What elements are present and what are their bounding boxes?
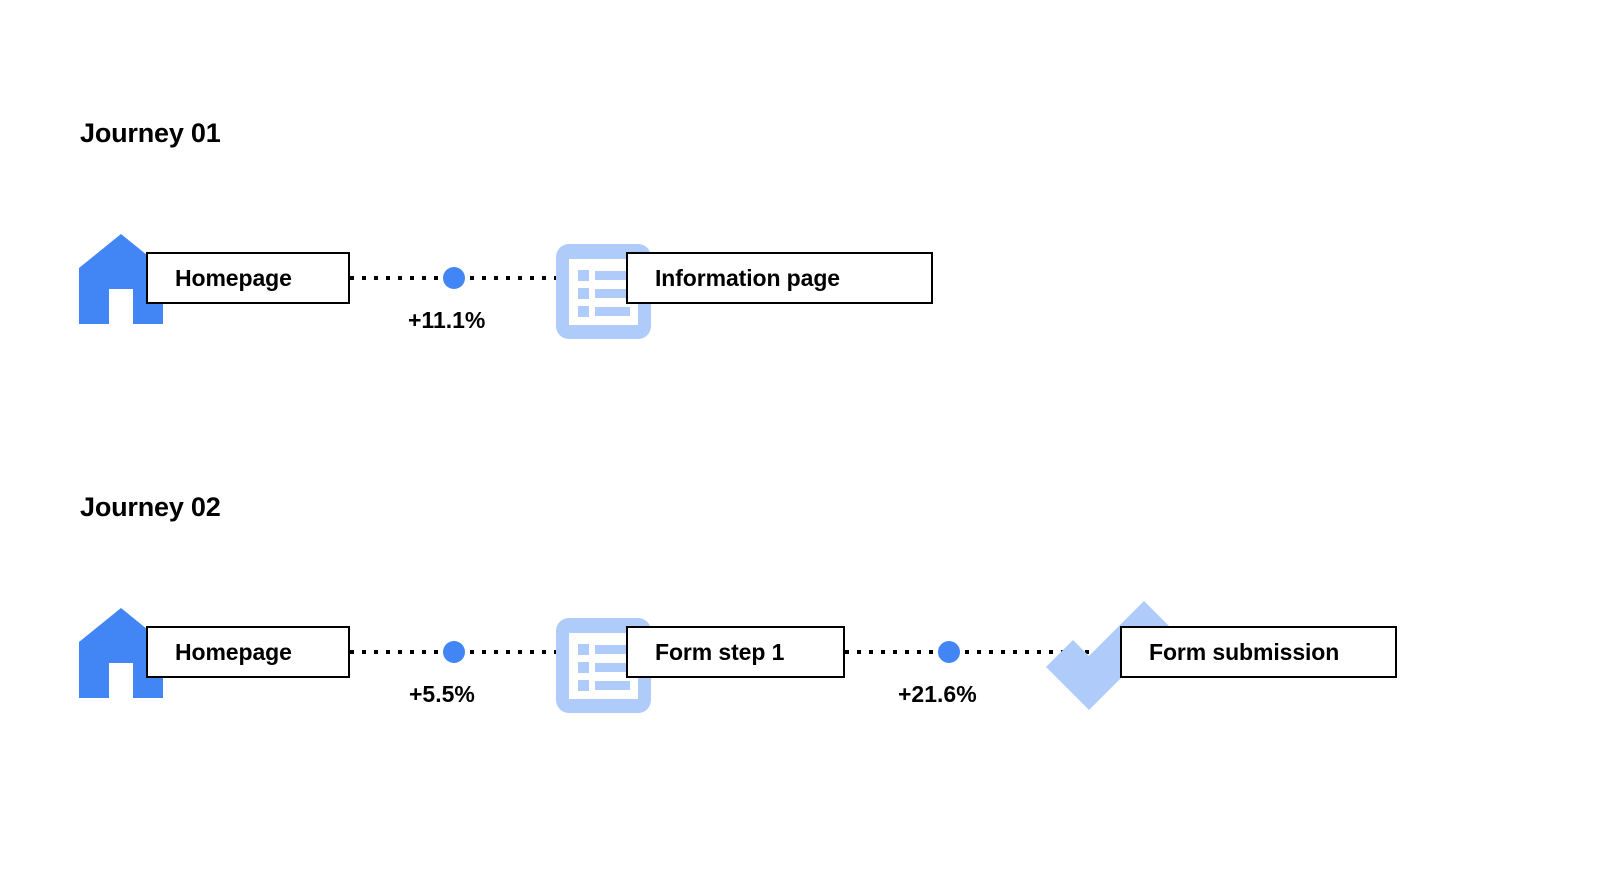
journey-02-connector-1-value: +5.5% — [409, 681, 475, 707]
journey-02-flow: +5.5% +21.6% Homepage — [0, 588, 1601, 718]
journey-02-node-homepage-label: Homepage — [175, 638, 292, 665]
journey-02-connector-2-value: +21.6% — [898, 681, 977, 707]
journey-01-flow: +11.1% Homepage — [0, 214, 1601, 344]
journey-01-connector-1-line — [350, 276, 626, 280]
journey-01-connector-1-value: +11.1% — [408, 307, 486, 333]
journey-02-connector-2-line — [845, 650, 1123, 654]
home-icon — [79, 608, 163, 698]
journey-02-title: Journey 02 — [80, 492, 221, 522]
journey-01-title: Journey 01 — [80, 118, 221, 148]
journey-02-node-form-submission-label: Form submission — [1149, 638, 1340, 665]
journey-01-node-information-page[interactable]: Information page — [626, 252, 933, 304]
journey-02-connector-1-dot — [443, 641, 465, 663]
journey-02-node-form-step-1[interactable]: Form step 1 — [626, 626, 845, 678]
journey-01-connector-1-dot — [443, 267, 465, 289]
journey-02-connector-2-dot — [938, 641, 960, 663]
journey-01-node-homepage[interactable]: Homepage — [146, 252, 350, 304]
journey-02-node-form-submission[interactable]: Form submission — [1120, 626, 1397, 678]
journey-02-connector-1-line — [350, 650, 626, 654]
journey-01-node-information-page-label: Information page — [655, 264, 840, 291]
home-icon — [79, 234, 163, 324]
journey-01-node-homepage-label: Homepage — [175, 264, 292, 291]
journey-02-node-homepage[interactable]: Homepage — [146, 626, 350, 678]
journey-02-node-form-step-1-label: Form step 1 — [655, 638, 785, 665]
